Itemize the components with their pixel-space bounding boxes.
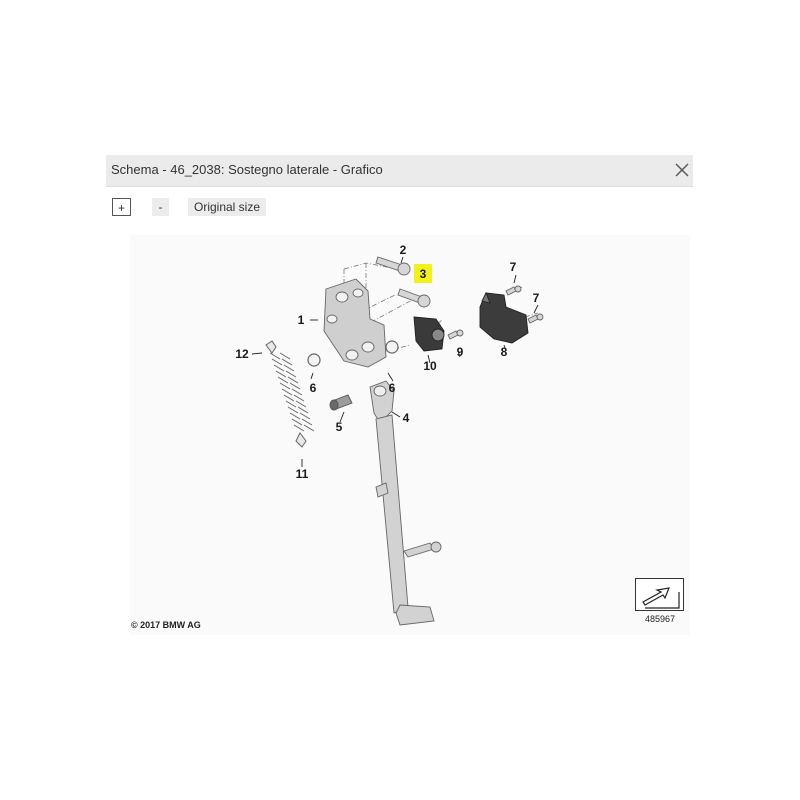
callout-11[interactable]: 11 xyxy=(295,467,309,481)
part-6-washer-left xyxy=(307,353,321,367)
callout-7-upper[interactable]: 7 xyxy=(509,260,517,274)
zoom-toolbar: + - Original size xyxy=(106,198,693,220)
callout-4[interactable]: 4 xyxy=(402,411,410,425)
copyright-text: © 2017 BMW AG xyxy=(131,620,201,630)
part-4-side-stand xyxy=(369,380,442,626)
part-5-bolt xyxy=(329,394,353,411)
part-1-bracket xyxy=(323,278,387,368)
diagram-canvas[interactable]: 1 2 3 4 5 6 6 7 7 8 9 10 11 12 © 2017 BM… xyxy=(130,235,690,635)
callout-12[interactable]: 12 xyxy=(235,347,249,361)
part-11-12-spring xyxy=(265,340,315,448)
diagram-window: Schema - 46_2038: Sostegno laterale - Gr… xyxy=(106,155,693,645)
callout-10[interactable]: 10 xyxy=(423,359,437,373)
highlighted-part-marker xyxy=(414,264,432,283)
part-7-screw-lower xyxy=(527,313,544,324)
callout-6-left[interactable]: 6 xyxy=(309,381,317,395)
close-button[interactable] xyxy=(671,159,693,181)
part-3-bolt xyxy=(397,288,431,308)
callout-9[interactable]: 9 xyxy=(456,345,464,359)
part-10-switch xyxy=(413,316,445,352)
original-size-button[interactable]: Original size xyxy=(188,198,266,216)
window-title: Schema - 46_2038: Sostegno laterale - Gr… xyxy=(111,162,383,177)
part-7-screw-upper xyxy=(505,285,522,296)
alignment-line xyxy=(505,312,539,324)
part-6-washer-right xyxy=(385,340,399,354)
alignment-line xyxy=(371,344,411,356)
callout-1[interactable]: 1 xyxy=(297,313,305,327)
close-icon xyxy=(675,163,689,177)
callout-8[interactable]: 8 xyxy=(500,345,508,359)
callout-5[interactable]: 5 xyxy=(335,420,343,434)
callout-6-right[interactable]: 6 xyxy=(388,381,396,395)
diagram-navigator-icon[interactable] xyxy=(635,578,684,611)
callout-7-lower[interactable]: 7 xyxy=(532,291,540,305)
title-bar: Schema - 46_2038: Sostegno laterale - Gr… xyxy=(106,155,693,187)
diagram-reference-number: 485967 xyxy=(645,614,676,624)
zoom-in-button[interactable]: + xyxy=(112,198,131,216)
callout-2[interactable]: 2 xyxy=(399,243,407,257)
zoom-out-button[interactable]: - xyxy=(152,198,169,216)
exploded-view-drawing xyxy=(251,256,544,626)
part-8-cover xyxy=(479,291,529,344)
callout-3[interactable]: 3 xyxy=(419,267,427,281)
part-9-screw xyxy=(447,329,464,340)
part-2-bolt xyxy=(375,256,411,276)
